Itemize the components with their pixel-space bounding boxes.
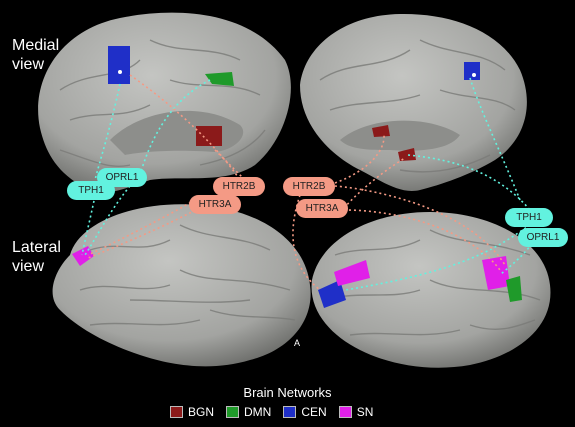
gene-label-left-htr2b: HTR2B (213, 177, 265, 196)
bgn-region-right-medial-1 (372, 125, 390, 137)
gene-label-right-htr2b: HTR2B (283, 177, 335, 196)
panel-marker: A (294, 338, 301, 348)
legend-item-sn: SN (338, 405, 374, 419)
gene-label-left-oprl1: OPRL1 (97, 168, 147, 187)
cen-region-left-medial (108, 46, 130, 84)
gene-label-right-htr3a: HTR3A (296, 199, 348, 218)
sn-region-left-lateral (72, 246, 94, 266)
dmn-region-right-lateral (506, 276, 522, 302)
legend-swatch-bgn (170, 406, 183, 418)
sn-region-right-lateral-2 (482, 256, 510, 290)
cen-region-right-medial (464, 62, 480, 80)
sn-region-right-lateral-1 (334, 260, 370, 286)
medial-label-line1: Medial (12, 37, 60, 54)
medial-view-label: Medial view (12, 36, 59, 74)
lateral-view-label: Lateral view (12, 238, 61, 276)
left-lateral-brain (52, 204, 311, 367)
lateral-label-line1: Lateral (12, 239, 61, 256)
legend-swatch-dmn (226, 406, 240, 418)
legend-item-dmn: DMN (226, 405, 271, 419)
lateral-label-line2: view (12, 258, 45, 275)
legend-label-cen: CEN (301, 405, 327, 419)
dmn-region-left-medial (205, 72, 234, 86)
legend: BGN DMN CEN SN (170, 404, 377, 420)
gene-label-left-htr3a: HTR3A (189, 195, 241, 214)
bgn-region-left-medial (196, 126, 222, 146)
gene-label-right-oprl1: OPRL1 (518, 228, 568, 247)
legend-swatch-sn (338, 406, 352, 418)
legend-swatch-cen (283, 406, 297, 418)
legend-title: Brain Networks (243, 385, 332, 400)
medial-label-line2: view (12, 56, 45, 73)
legend-label-sn: SN (356, 405, 374, 419)
legend-label-bgn: BGN (188, 405, 215, 419)
cen-region-right-lateral (318, 280, 346, 308)
legend-label-dmn: DMN (244, 405, 272, 419)
legend-item-bgn: BGN (170, 405, 214, 419)
right-lateral-brain (311, 212, 551, 368)
left-medial-brain (38, 12, 291, 193)
bgn-region-right-medial-2 (398, 148, 416, 161)
right-medial-brain (300, 13, 527, 191)
gene-label-right-tph1: TPH1 (505, 208, 553, 227)
legend-item-cen: CEN (283, 405, 327, 419)
